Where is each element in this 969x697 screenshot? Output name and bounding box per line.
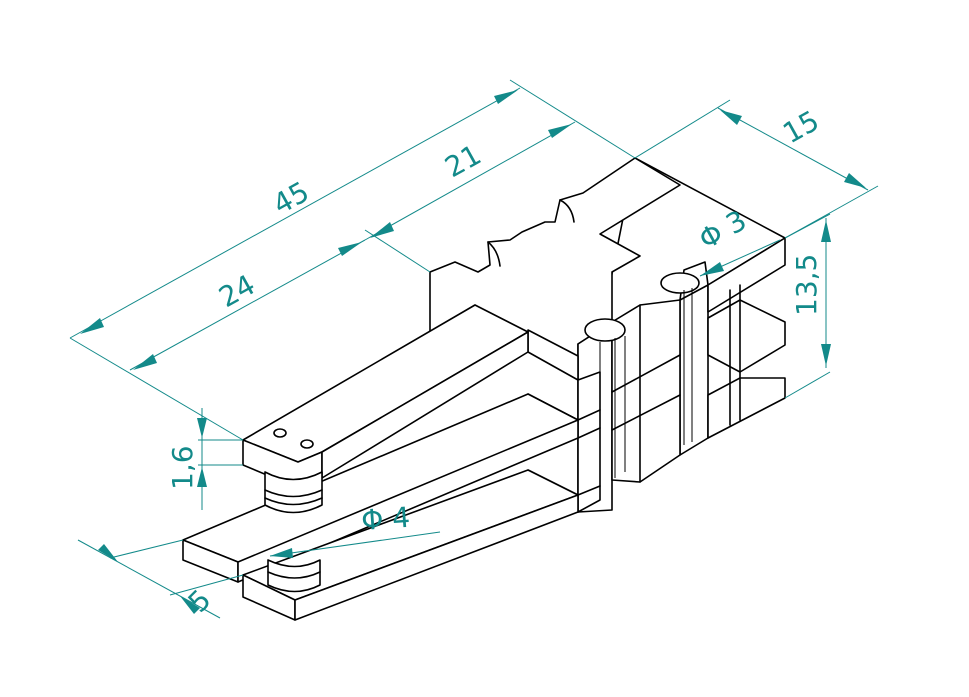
- arrow-24-right: [338, 242, 362, 256]
- rear-knuckle-side: [707, 237, 786, 313]
- dim-24: 24: [213, 268, 260, 314]
- arrow-16-bottom: [197, 467, 207, 487]
- arrow-21-left: [370, 222, 394, 238]
- upper-body: [429, 157, 681, 513]
- rear-bottom-plate: [707, 377, 786, 439]
- arm-hole-2: [300, 439, 314, 449]
- arrow-135-bottom: [821, 344, 831, 366]
- arrow-16-top: [197, 418, 207, 438]
- dim-13-5: 13,5: [790, 254, 823, 316]
- arrow-15-left: [720, 110, 742, 125]
- arrow-45-left: [80, 318, 104, 334]
- dim-21: 21: [439, 138, 486, 184]
- arrow-24-left: [133, 354, 157, 370]
- upper-socket-hole: [584, 318, 626, 342]
- dim-1-6: 1,6: [166, 445, 199, 490]
- pins: [264, 471, 323, 593]
- dim-phi-4: Φ 4: [360, 501, 411, 537]
- arrow-21-right: [548, 124, 572, 138]
- arrow-15-right: [844, 173, 866, 188]
- arrow-5-left: [98, 544, 118, 562]
- arrow-45-right: [494, 90, 518, 104]
- dim-15: 15: [777, 104, 824, 150]
- lower-pin: [267, 559, 321, 593]
- arm-plates: [182, 304, 579, 621]
- layer-bridge: [577, 371, 601, 513]
- arrow-5-right: [180, 596, 200, 614]
- rear-top-hole: [660, 272, 700, 294]
- arm-hole-1: [273, 428, 287, 438]
- dim-45: 45: [267, 175, 314, 221]
- dimension-lines: [69, 79, 879, 619]
- middle-arm-side: [237, 419, 579, 583]
- arrow-phi3: [700, 262, 724, 276]
- arrow-135-top: [821, 220, 831, 242]
- rear-middle-plate: [707, 299, 786, 373]
- arrow-phi4: [270, 548, 293, 558]
- lower-arm-side: [294, 494, 579, 621]
- upper-arm-side: [321, 331, 529, 479]
